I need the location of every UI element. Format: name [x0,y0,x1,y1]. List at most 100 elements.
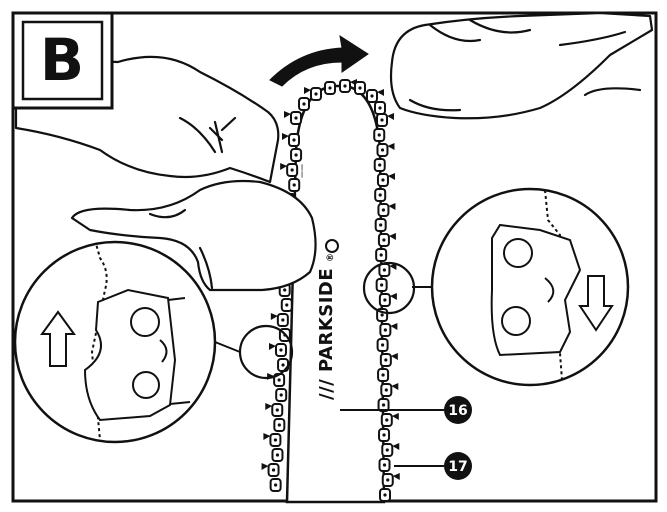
chain-rivet [279,348,283,352]
up-arrow-icon [40,310,76,367]
chain-rivet [302,102,306,106]
chain-tooth [270,313,278,320]
chain-tooth [392,443,400,450]
chain-rivet [314,92,318,96]
chain-tooth [377,89,384,96]
chain-rivet [382,238,386,242]
chain-rivet [281,318,285,322]
chain-rivet [381,208,386,212]
chain-rivet [382,463,387,467]
chain-tooth [391,413,399,420]
chain-rivet [382,268,386,272]
chain-rivet [381,403,386,407]
chain-tooth [389,293,397,300]
chain-rivet [277,378,281,382]
chain-rivet [383,493,387,497]
chain-rivet [383,328,387,332]
chain-rivet [379,253,383,257]
panel-letter: B [40,26,84,94]
chain-tooth [263,433,271,440]
chain-rivet [385,448,389,452]
chain-tooth [261,463,269,470]
chain-rivet [378,106,382,110]
brand-label: /// PARKSIDE [316,268,337,400]
chain-tooth [268,343,276,350]
chain-rivet [290,168,294,172]
saw-chain [261,79,400,502]
rotation-arrow-icon [269,34,369,87]
callout-number-16: 16 [448,403,467,419]
chain-tooth [390,353,398,360]
chain-rivet [380,313,384,317]
chain-rivet [380,283,384,287]
chain-rivet [377,133,381,137]
callout-17: 17 [444,452,472,480]
chain-tooth [304,87,311,94]
chain-tooth [280,163,288,170]
chain-rivet [381,373,385,377]
chain-rivet [274,483,278,487]
chain-rivet [358,86,362,90]
left-magnifier-connector [214,341,241,353]
chain-rivet [275,453,280,457]
chain-tooth [389,263,397,270]
left-chain-link [83,288,177,422]
chain-tooth [282,133,289,140]
chain-rivet [281,363,285,367]
chain-tooth [387,143,395,150]
chain-rivet [378,163,382,167]
callout-badge-17 [444,452,472,480]
chain-rivet [294,116,298,120]
chain-tooth [387,173,395,180]
chain-tooth [391,383,399,390]
chain-rivet [277,423,281,427]
upper-right-hand [389,11,654,120]
chain-rivet [273,438,278,442]
chain-rivet [292,183,296,187]
chain-rivet [381,343,385,347]
chain-rivet [328,86,332,90]
down-arrow-icon [578,275,614,332]
panel-label: B [11,11,114,110]
callout-16: 16 [444,396,472,424]
chain-rivet [385,418,389,422]
chain-tooth [392,473,400,480]
callout-number-17: 17 [448,459,467,475]
chain-rivet [380,148,385,152]
chain-rivet [386,478,390,482]
chain-rivet [383,298,387,302]
chain-rivet [285,303,289,307]
callout-badge-16 [444,396,472,424]
chain-tooth [388,233,396,240]
chain-tooth [265,403,273,410]
chain-rivet [384,358,388,362]
chain-rivet [279,393,283,397]
chain-rivet [283,288,287,292]
chain-rivet [292,138,296,142]
chain-rivet [275,408,279,412]
chain-rivet [271,468,276,472]
chain-rivet [384,388,388,392]
right-chain-link [490,223,582,357]
bar-marking: —— [298,164,306,178]
brand-trademark: ® [326,253,336,262]
chain-tooth [388,203,396,210]
chain-tooth [284,111,291,118]
chain-rivet [382,433,386,437]
chain-rivet [343,84,347,88]
left-detail-marker [238,324,294,380]
right-detail-marker [362,261,416,315]
chain-rivet [378,193,382,197]
chain-rivet [379,223,383,227]
chain-rivet [370,94,374,98]
chain-tooth [387,113,394,120]
guide-bar: —— /// PARKSIDE ® [285,84,386,504]
right-magnifier [430,187,630,387]
chain-tooth [390,323,398,330]
left-magnifier [13,240,217,444]
chain-rivet [380,118,384,122]
lower-left-hand [70,179,317,292]
chain-rivet [294,153,298,157]
chain-rivet [381,178,385,182]
